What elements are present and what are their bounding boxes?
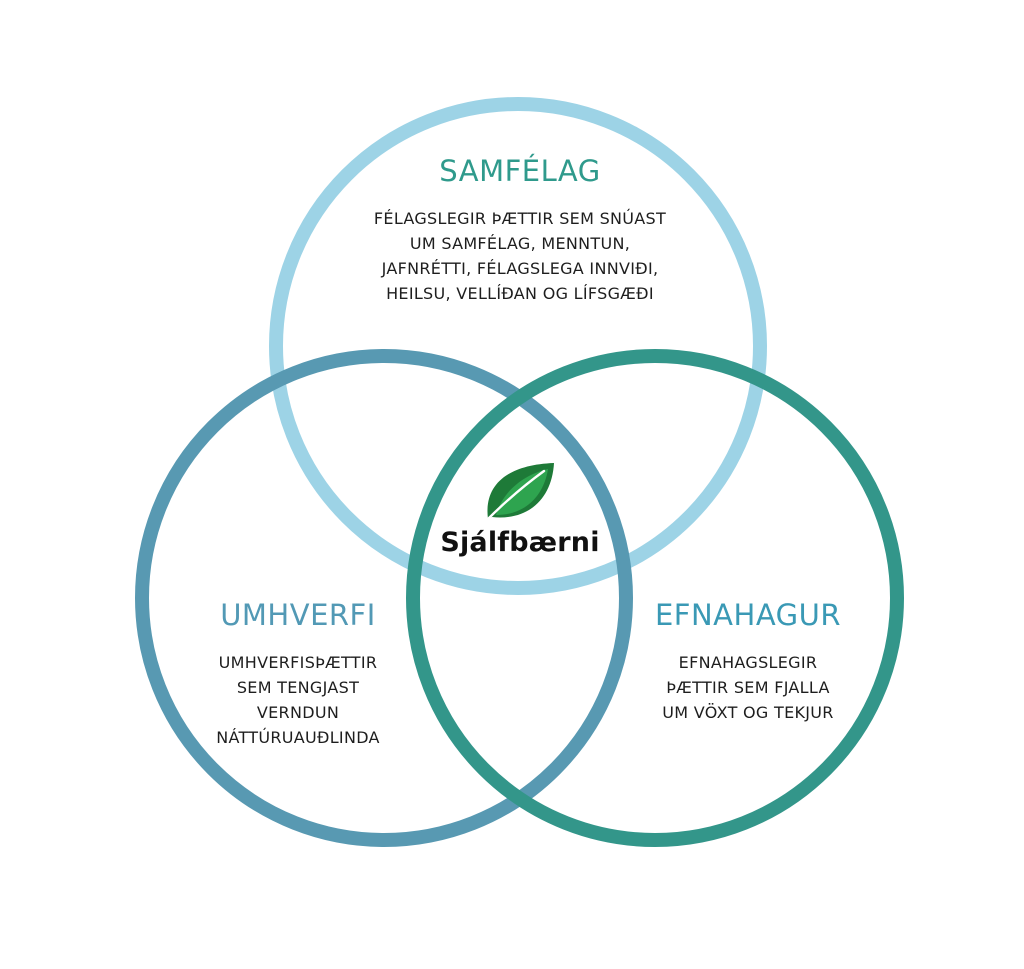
logo-text: Sjálfbærni <box>440 527 600 558</box>
umhverfi-description: UMHVERFISÞÆTTIR SEM TENGJAST VERNDUN NÁT… <box>216 652 380 747</box>
efnahagur-circle <box>406 349 904 847</box>
samfelag-circle <box>269 97 767 595</box>
samfelag-section: SAMFÉLAG FÉLAGSLEGIR ÞÆTTIR SEM SNÚAST U… <box>340 154 700 306</box>
efnahagur-section: EFNAHAGUR EFNAHAGSLEGIR ÞÆTTIR SEM FJALL… <box>628 598 868 725</box>
umhverfi-circle <box>135 349 633 847</box>
efnahagur-description: EFNAHAGSLEGIR ÞÆTTIR SEM FJALLA UM VÖXT … <box>662 652 834 722</box>
leaf-icon <box>486 463 554 521</box>
sjalfbaerni-logo: Sjálfbærni <box>430 455 610 565</box>
samfelag-title: SAMFÉLAG <box>439 154 601 188</box>
efnahagur-title: EFNAHAGUR <box>654 598 842 632</box>
umhverfi-title: UMHVERFI <box>220 598 376 632</box>
umhverfi-section: UMHVERFI UMHVERFISÞÆTTIR SEM TENGJAST VE… <box>178 598 418 750</box>
samfelag-description: FÉLAGSLEGIR ÞÆTTIR SEM SNÚAST UM SAMFÉLA… <box>373 208 667 303</box>
